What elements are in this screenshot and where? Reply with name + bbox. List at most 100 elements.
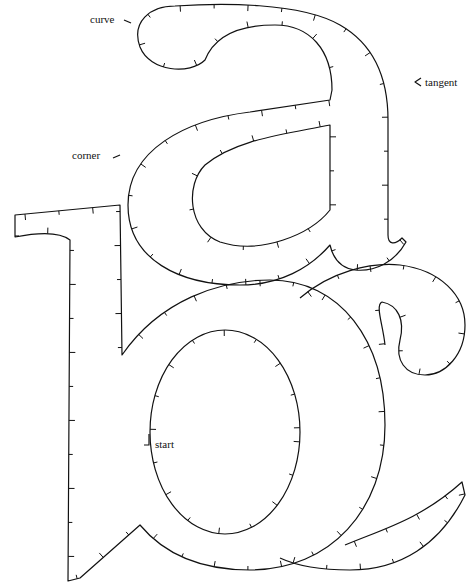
- tick-mark: [459, 494, 465, 495]
- tick-mark: [384, 219, 388, 220]
- tick-mark: [348, 317, 351, 320]
- tick-mark: [359, 507, 362, 509]
- tick-mark: [330, 170, 334, 171]
- tick-mark: [69, 420, 75, 421]
- tick-mark: [354, 541, 356, 547]
- tick-mark: [188, 517, 190, 520]
- tick-mark: [379, 343, 385, 345]
- tick-mark: [337, 531, 341, 535]
- tick-mark: [282, 21, 283, 25]
- tick-mark: [150, 429, 156, 430]
- tick-mark: [118, 347, 122, 348]
- tick-mark: [24, 214, 26, 220]
- tick-mark: [293, 557, 295, 563]
- tick-mark: [386, 529, 388, 533]
- tick-mark: [433, 277, 436, 282]
- tick-mark: [153, 534, 157, 538]
- tick-mark: [182, 553, 184, 557]
- tick-mark: [47, 228, 48, 234]
- tick-mark: [224, 330, 225, 336]
- tick-mark: [69, 352, 75, 353]
- tick-mark: [76, 575, 78, 579]
- tick-mark: [92, 208, 94, 214]
- tick-mark: [417, 514, 420, 519]
- tick-mark: [295, 105, 297, 109]
- tick-mark: [399, 350, 403, 351]
- tick-mark: [384, 151, 388, 152]
- tick-mark: [154, 462, 158, 464]
- tick-mark: [382, 117, 388, 118]
- tick-mark: [322, 295, 325, 300]
- tick-mark: [166, 492, 171, 495]
- tick-mark: [314, 15, 316, 21]
- tick-mark: [68, 556, 74, 557]
- tick-mark: [117, 279, 121, 280]
- tick-mark: [400, 240, 404, 245]
- tick-mark: [215, 39, 218, 42]
- annotation-label: start: [155, 439, 174, 450]
- tick-mark: [313, 34, 317, 38]
- tick-mark: [69, 386, 73, 387]
- tick-mark: [192, 340, 194, 343]
- tick-mark: [250, 524, 252, 528]
- tick-mark: [403, 266, 405, 270]
- tick-mark: [139, 43, 145, 45]
- tick-mark: [380, 83, 384, 85]
- tick-mark: [115, 245, 121, 246]
- tick-mark: [70, 284, 76, 285]
- tick-mark: [280, 561, 281, 567]
- tick-mark: [214, 4, 215, 8]
- tick-mark: [379, 411, 385, 412]
- tick-mark: [163, 63, 164, 67]
- tick-mark: [116, 211, 120, 212]
- tick-mark: [99, 553, 103, 557]
- tick-mark: [294, 427, 300, 428]
- tick-mark: [247, 566, 248, 570]
- tick-mark: [226, 285, 228, 289]
- tick-mark: [337, 275, 339, 279]
- tick-mark: [150, 254, 153, 257]
- tick-mark: [420, 542, 424, 547]
- letter-b-outline: [15, 205, 385, 581]
- tick-mark: [357, 264, 358, 270]
- tick-mark: [289, 474, 293, 475]
- tick-mark: [126, 532, 129, 535]
- tick-mark: [458, 333, 464, 335]
- tick-mark: [344, 29, 346, 32]
- tick-mark: [139, 334, 143, 338]
- tick-mark: [330, 204, 336, 205]
- letter-c-upper: [300, 264, 465, 375]
- tick-mark: [380, 444, 384, 445]
- tick-mark: [308, 292, 312, 297]
- tick-mark: [220, 150, 222, 154]
- tick-mark: [58, 211, 59, 215]
- tick-mark: [261, 110, 263, 116]
- tick-mark: [247, 5, 248, 11]
- tick-mark: [243, 246, 244, 250]
- tick-mark: [69, 488, 75, 489]
- tick-mark: [192, 173, 197, 176]
- tick-mark: [228, 116, 230, 120]
- tick-mark: [272, 502, 277, 506]
- tick-mark: [68, 522, 72, 523]
- tick-mark: [456, 301, 460, 303]
- tick-mark: [132, 227, 138, 229]
- tick-mark: [444, 520, 447, 522]
- letter-c-lower: [280, 482, 465, 570]
- tick-mark: [371, 477, 377, 479]
- tick-mark: [291, 394, 295, 395]
- tick-mark: [400, 315, 406, 317]
- tick-mark: [278, 275, 279, 279]
- tick-mark: [285, 129, 287, 133]
- corner-mark: [113, 155, 120, 158]
- tick-mark: [180, 6, 181, 12]
- tick-mark: [69, 454, 73, 455]
- tick-mark: [447, 361, 450, 364]
- tick-mark: [252, 135, 254, 141]
- tick-mark: [208, 237, 211, 242]
- tick-mark: [382, 185, 388, 186]
- tick-mark: [115, 313, 121, 314]
- tick-mark: [281, 8, 283, 12]
- tick-mark: [275, 363, 280, 366]
